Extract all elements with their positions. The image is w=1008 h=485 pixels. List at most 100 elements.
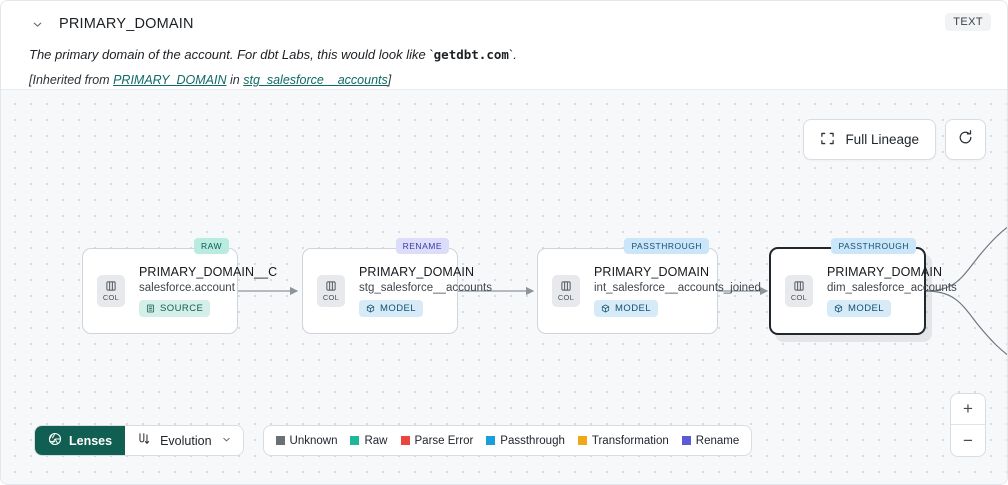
legend-swatch — [681, 436, 691, 445]
cube-icon — [601, 304, 610, 313]
inherited-from-note: [Inherited from PRIMARY_DOMAIN in stg_sa… — [29, 73, 991, 87]
legend-swatch — [486, 436, 496, 445]
node-table-name: dim_salesforce_accounts — [827, 282, 957, 294]
description-suffix: . — [513, 47, 517, 62]
node-column-name: PRIMARY_DOMAIN — [359, 265, 475, 279]
refresh-icon — [957, 129, 974, 151]
node-kind-label: MODEL — [380, 303, 417, 314]
column-icon — [794, 281, 804, 291]
legend-swatch — [350, 436, 360, 445]
column-chip-label: COL — [790, 293, 808, 302]
inherited-joiner: in — [226, 72, 244, 87]
legend-swatch — [400, 436, 410, 445]
lineage-node-selected[interactable]: PASSTHROUGH COL PRIMARY_DOMAIN dim_sales… — [769, 238, 957, 335]
legend-swatch — [577, 436, 587, 445]
node-kind-badge: SOURCE — [139, 300, 211, 317]
legend-item[interactable]: Transformation — [577, 434, 669, 447]
zoom-in-button[interactable]: + — [951, 394, 985, 425]
column-description: The primary domain of the account. For d… — [29, 47, 517, 62]
column-chip: COL — [317, 275, 345, 307]
legend-item[interactable]: Rename — [681, 434, 740, 447]
node-table-name: int_salesforce__accounts_joined — [594, 282, 761, 294]
node-column-name: PRIMARY_DOMAIN — [827, 265, 943, 279]
column-chip: COL — [552, 275, 580, 307]
lineage-node[interactable]: PASSTHROUGH COL PRIMARY_DOMAIN int_sales… — [537, 238, 761, 334]
legend-item[interactable]: Unknown — [275, 434, 338, 447]
chevron-down-icon[interactable] — [29, 16, 45, 32]
node-lens-badge: RENAME — [395, 238, 449, 254]
legend-label: Rename — [695, 434, 740, 447]
node-kind-label: MODEL — [615, 303, 652, 314]
node-kind-badge: MODEL — [594, 300, 659, 317]
zoom-controls: + − — [950, 393, 986, 457]
legend-item[interactable]: Passthrough — [486, 435, 565, 447]
node-body: PRIMARY_DOMAIN__C salesforce.account SOU… — [139, 265, 277, 317]
description-text: The primary domain of the account. For d… — [29, 47, 430, 62]
column-chip-label: COL — [322, 293, 340, 302]
inherited-table-link[interactable]: stg_salesforce__accounts — [243, 72, 388, 87]
legend-label: Transformation — [591, 434, 669, 447]
lens-control-group: Lenses Evolution — [34, 425, 244, 456]
canvas-bottom-bar: Lenses Evolution — [34, 425, 753, 456]
inherited-column-link[interactable]: PRIMARY_DOMAIN — [113, 72, 227, 87]
node-kind-badge: MODEL — [827, 300, 892, 317]
node-kind-label: SOURCE — [160, 303, 204, 314]
evolution-label: Evolution — [160, 433, 212, 448]
column-chip: COL — [97, 275, 125, 307]
column-chip-label: COL — [557, 293, 575, 302]
node-table-name: stg_salesforce__accounts — [359, 282, 492, 294]
node-lens-badge: PASSTHROUGH — [831, 238, 916, 254]
expand-icon — [820, 131, 835, 149]
node-column-name: PRIMARY_DOMAIN — [594, 265, 710, 279]
column-chip: COL — [785, 275, 813, 307]
lineage-node[interactable]: RAW COL PRIMARY_DOMAIN__C salesforce.acc… — [82, 238, 277, 334]
column-chip-label: COL — [102, 293, 120, 302]
node-lens-badge: RAW — [193, 238, 229, 254]
node-kind-badge: MODEL — [359, 300, 424, 317]
zoom-out-button[interactable]: − — [963, 430, 973, 450]
legend-label: Unknown — [289, 434, 338, 447]
inherited-prefix: [Inherited from — [29, 72, 114, 87]
full-lineage-button[interactable]: Full Lineage — [803, 119, 936, 160]
panel-header: PRIMARY_DOMAIN TEXT The primary domain o… — [1, 1, 1007, 90]
node-lens-badge: PASSTHROUGH — [624, 238, 709, 254]
legend-label: Raw — [364, 434, 388, 447]
database-icon — [146, 304, 155, 313]
description-code: getdbt.com — [433, 47, 509, 62]
node-table-name: salesforce.account — [139, 282, 235, 294]
full-lineage-label: Full Lineage — [845, 132, 919, 147]
lineage-edges — [237, 226, 1007, 356]
lineage-node[interactable]: RENAME COL PRIMARY_DOMAIN stg_salesforce… — [302, 238, 492, 334]
cube-icon — [366, 304, 375, 313]
legend-item[interactable]: Parse Error — [400, 434, 474, 447]
lineage-canvas[interactable]: Full Lineage — [1, 90, 1007, 484]
node-kind-label: MODEL — [848, 303, 885, 314]
edge-n4-out-upper — [925, 226, 1007, 292]
node-body: PRIMARY_DOMAIN stg_salesforce__accounts … — [359, 265, 492, 317]
canvas-top-controls: Full Lineage — [803, 119, 986, 160]
lenses-button[interactable]: Lenses — [35, 426, 126, 455]
lineage-legend: Unknown Raw Parse Error Passthrough Transfor… — [262, 425, 753, 456]
legend-label: Passthrough — [500, 434, 565, 447]
inherited-suffix: ] — [387, 72, 392, 87]
chevron-down-icon — [221, 434, 232, 448]
page-title: PRIMARY_DOMAIN — [59, 16, 194, 32]
edge-n4-out-lower — [925, 290, 1007, 356]
node-body: PRIMARY_DOMAIN int_salesforce__accounts_… — [594, 265, 761, 317]
column-icon — [106, 281, 116, 291]
legend-label: Parse Error — [414, 434, 474, 447]
node-body: PRIMARY_DOMAIN dim_salesforce_accounts M… — [827, 265, 957, 317]
title-row: PRIMARY_DOMAIN — [17, 13, 991, 35]
type-badge: TEXT — [945, 13, 991, 31]
aperture-icon — [48, 432, 62, 449]
column-icon — [561, 281, 571, 291]
evolution-select[interactable]: Evolution — [125, 426, 243, 455]
legend-item[interactable]: Raw — [350, 434, 388, 447]
refresh-button[interactable] — [945, 119, 986, 160]
legend-swatch — [275, 436, 285, 445]
lenses-label: Lenses — [69, 433, 113, 448]
node-column-name: PRIMARY_DOMAIN__C — [139, 265, 278, 279]
branch-icon — [137, 432, 151, 449]
cube-icon — [834, 304, 843, 313]
